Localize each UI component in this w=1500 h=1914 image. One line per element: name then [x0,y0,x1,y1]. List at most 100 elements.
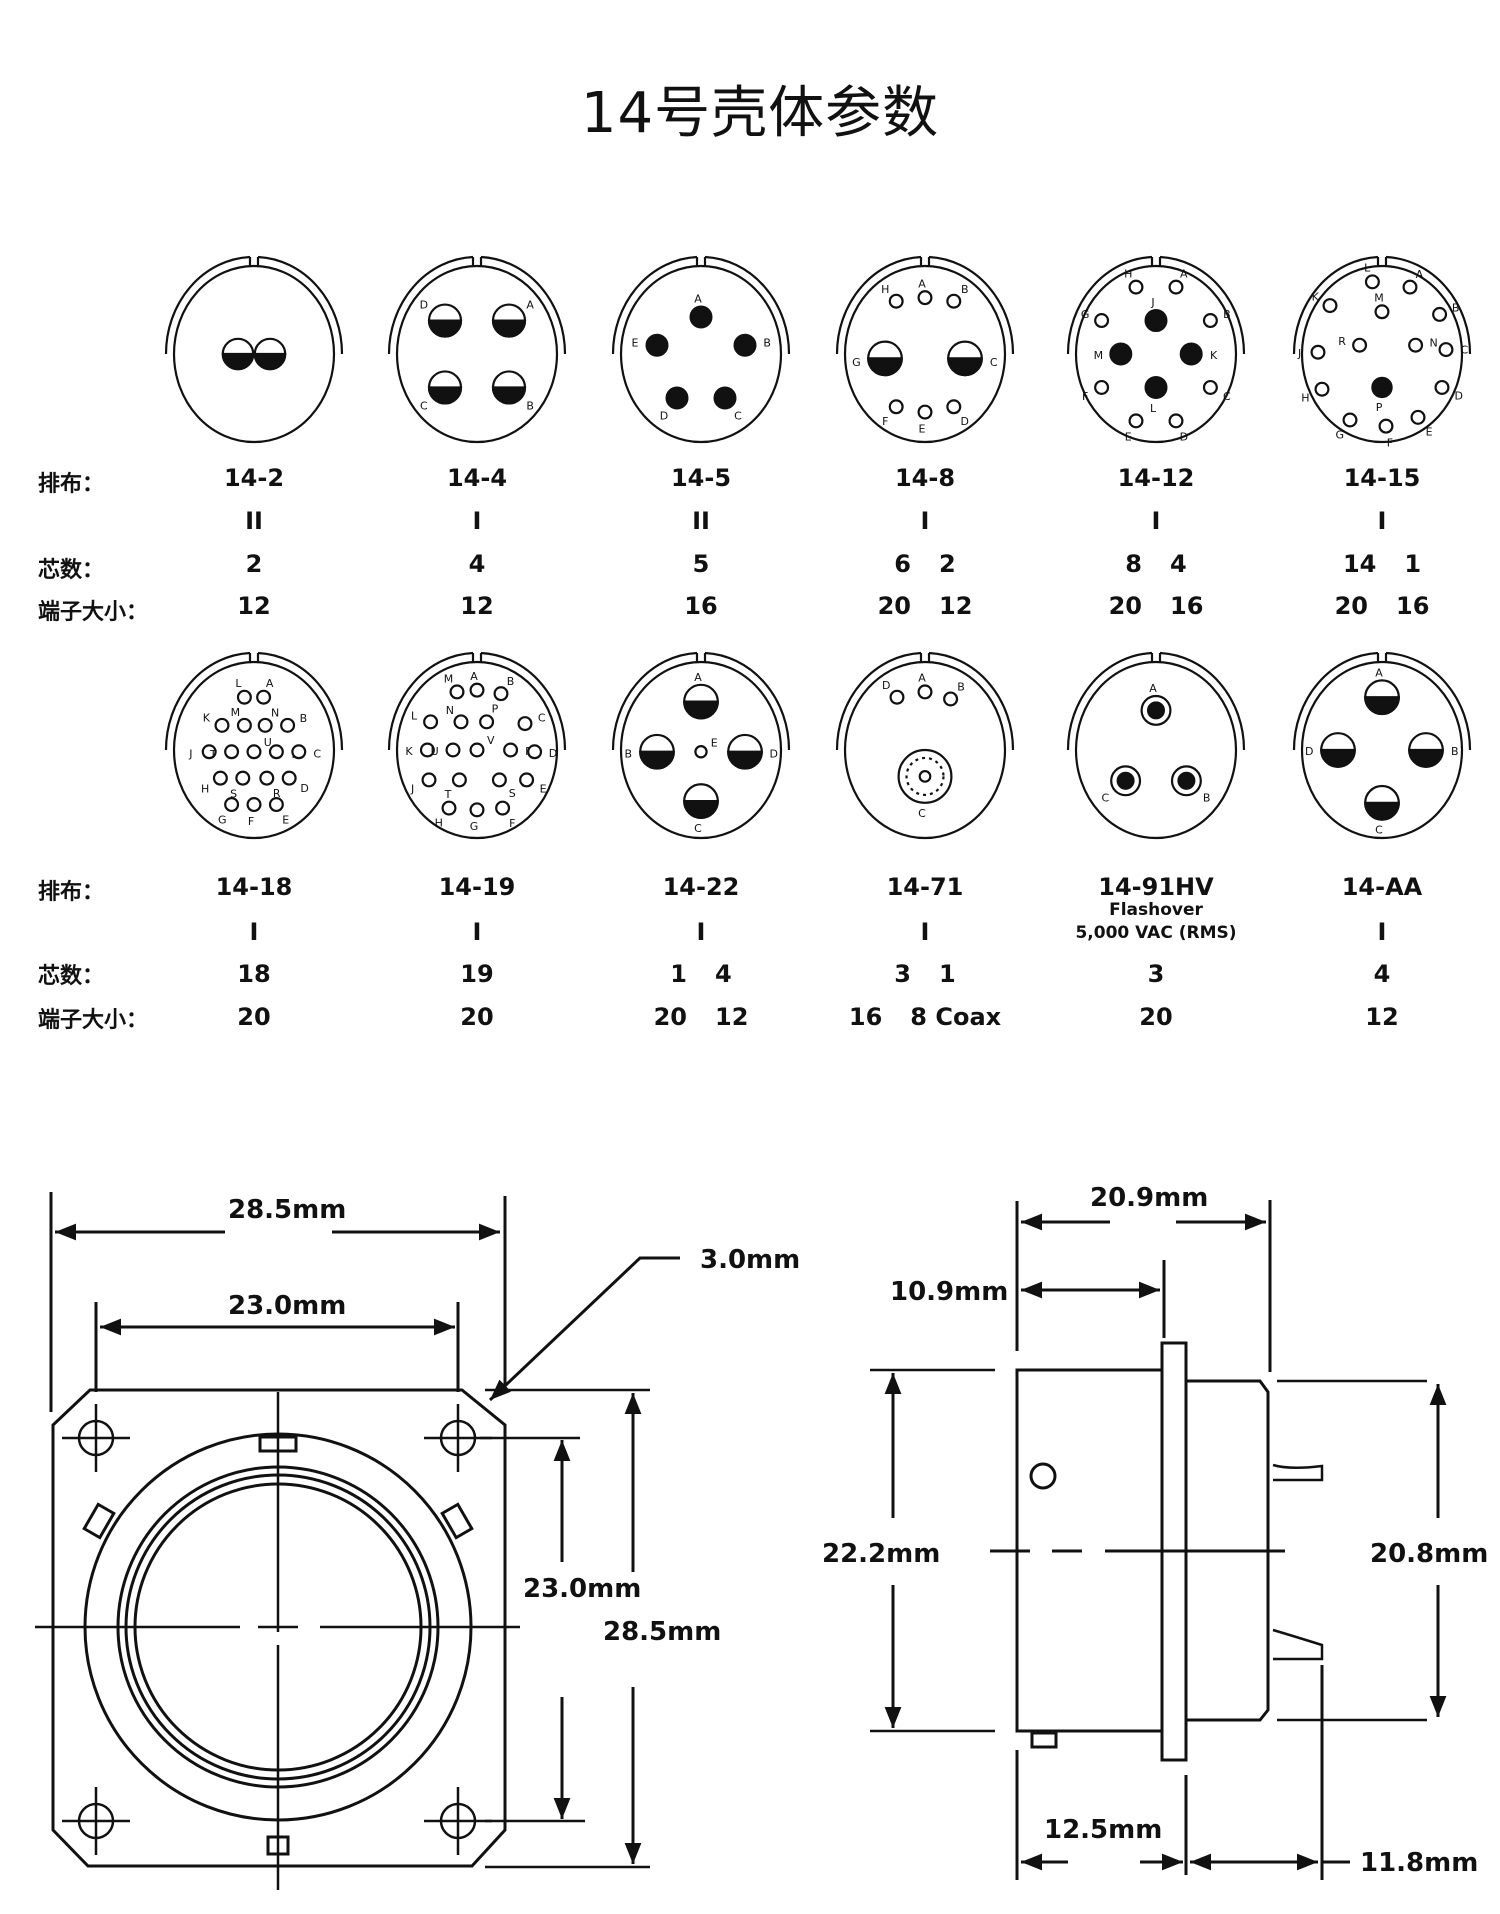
pin-label: M [231,706,241,719]
contact-count-value: 1 [670,960,687,988]
coupling-ring [611,651,791,751]
coupling-ring [1292,255,1472,355]
contact-pin: D [1434,379,1463,402]
pin-label: M [444,673,454,686]
pin-label: D [960,415,968,428]
dim-rear-length: 11.8mm [1360,1848,1478,1878]
pin-label: G [1335,429,1344,442]
shell-outline [172,264,336,444]
contact-pin: E [631,333,669,357]
dim-hole-dia: 3.0mm [700,1245,800,1275]
contact-pin: D [882,679,905,705]
pin-label: D [660,410,668,423]
contact-pin: A [256,677,274,705]
arrangement-name: 14-18 [215,873,293,901]
pin-label: A [694,293,702,306]
contact-count: 3 [1046,960,1266,988]
key-notch [1150,653,1162,663]
contact-pin: F [246,797,262,828]
key-notch [919,653,931,663]
label-arrangement: 排布： [38,472,105,497]
contact-pin: F [495,800,515,830]
dim-hole-spacing-v: 23.0mm [523,1574,641,1604]
contact-count-value: 19 [460,960,494,988]
pin-label: H [881,283,889,296]
pin-label: K [405,745,413,758]
shell-outline [395,264,559,444]
pin-label: A [526,298,534,311]
pin-label: L [235,677,242,690]
dim-rear-dia: 20.8mm [1370,1539,1488,1569]
pin-label: F [1387,437,1393,450]
contact-count-value: 2 [245,550,263,578]
pin-label: E [711,737,718,750]
contact-pin: C [291,744,321,760]
contact-count-value: 1 [1404,550,1422,578]
contact-pin: N [257,707,279,733]
contact-size: 12 [144,592,364,620]
pin-label: H [1124,267,1132,280]
pin-label: M [1374,291,1384,304]
contact-pin: F [882,399,904,428]
coupling-ring [835,255,1015,355]
contact-pin: T [444,772,467,801]
contact-pin: J [1144,296,1168,333]
pin-label: U [431,745,439,758]
contact-pin: B [280,712,307,733]
arrangement-name: 14-AA [1341,873,1423,901]
contact-pin: H [1124,267,1144,295]
shell-outline [1300,264,1464,444]
pin-label: G [852,356,861,369]
pin-label: A [266,677,274,690]
contact-pin: A [1140,682,1172,726]
dim-flange-pos: 12.5mm [1044,1815,1162,1845]
contact-pin: A [491,298,534,338]
contact-size-value: 12 [715,1003,749,1031]
insert-arrangement: I [472,507,482,535]
contact-pin: L [411,709,439,730]
contact-pin [253,337,287,371]
page-title: 14号壳体参数 [580,81,940,146]
arrangement-name: 14-91HV [1098,873,1214,901]
pin-label: B [1203,792,1211,805]
contact-size-value: 20 [237,1003,271,1031]
pin-label: F [248,815,254,828]
insert-arrangement: I [1377,507,1387,535]
pin-label: A [1149,682,1157,695]
shell-outline [1300,660,1464,840]
dim-hole-spacing-h: 23.0mm [228,1291,346,1321]
contact-pin: B [493,675,514,702]
contact-pin: G [469,802,485,833]
contact-size-value: 16 [1396,592,1430,620]
pin-label: H [435,817,443,830]
pin-label: D [300,782,308,795]
pin-label: C [734,410,742,423]
coupling-ring [1066,255,1246,355]
pin-label: L [411,709,418,722]
arrangement-name: 14-2 [223,464,285,492]
contact-pin: J [1297,344,1326,360]
contact-count-value: 2 [939,550,956,578]
pin-label: C [990,356,998,369]
insert-arrangement: I [472,918,482,946]
key-notch [695,257,707,267]
pin-label: R [273,787,281,800]
contact-pin: L [1364,262,1380,290]
pin-label: C [1375,824,1383,837]
pin-label: N [1429,337,1437,350]
contact-pin: C [1438,342,1469,358]
contact-pin: D [420,298,463,338]
dim-body-dia: 22.2mm [822,1539,940,1569]
contact-size: 20 [144,1003,364,1031]
contact-pin: C [1102,765,1142,805]
contact-pin: V [469,734,495,758]
pin-label: A [694,671,702,684]
pin-label: B [957,680,965,693]
